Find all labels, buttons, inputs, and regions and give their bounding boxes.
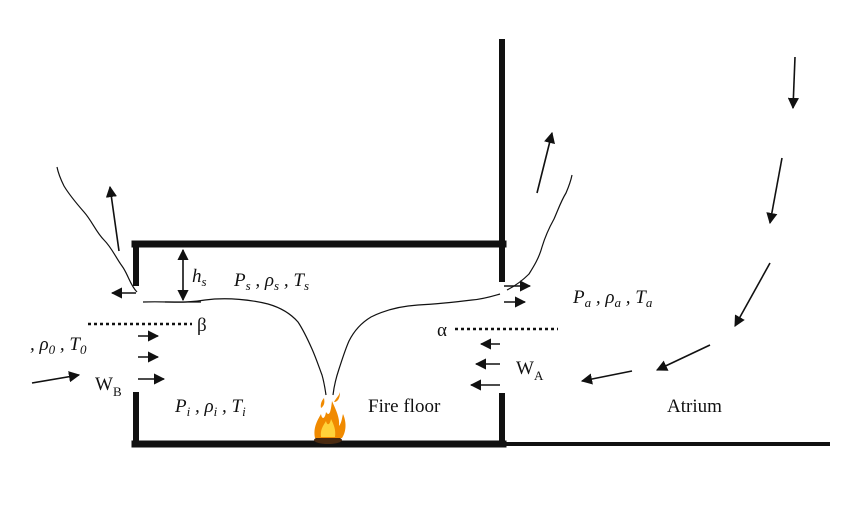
lower-layer-properties: Pi , ρi , Ti bbox=[174, 396, 246, 419]
beta-label: β bbox=[197, 315, 207, 336]
atrium-properties: Pa , ρa , Ta bbox=[572, 287, 653, 310]
upper-layer-properties: Ps , ρs , Ts bbox=[233, 270, 309, 293]
smoke-plume-left bbox=[56, 166, 138, 293]
flame-inner bbox=[320, 419, 336, 437]
smoke-layer-left-curve bbox=[142, 298, 327, 396]
smoke-layer-right-curve bbox=[332, 293, 501, 396]
neutral-planes bbox=[88, 322, 558, 331]
smoke-plume-right bbox=[506, 174, 573, 291]
atrium-flow-arrow-1 bbox=[787, 56, 799, 110]
alpha-label: α bbox=[437, 320, 447, 341]
ember-2 bbox=[320, 398, 325, 408]
atrium-flow-arrow-2 bbox=[766, 157, 783, 225]
flow-arrows bbox=[31, 56, 799, 391]
outside-properties: , ρ0 , T0 bbox=[30, 334, 87, 357]
smoke-interface bbox=[56, 166, 573, 396]
atrium-label: Atrium bbox=[667, 396, 722, 417]
atrium-flow-arrow-4 bbox=[655, 344, 711, 371]
wb-label: WB bbox=[95, 374, 122, 399]
atrium-flow-arrow-3 bbox=[734, 262, 771, 327]
atrium-flow-arrow-5 bbox=[580, 370, 633, 385]
ember-1 bbox=[334, 392, 340, 402]
ambient-inflow-arrow bbox=[31, 371, 81, 384]
wa-label: WA bbox=[516, 358, 544, 383]
fire-room-walls bbox=[131, 39, 830, 448]
smoke-up-arrow-left bbox=[105, 185, 120, 252]
fire-icon bbox=[314, 392, 346, 444]
hs-label: hs bbox=[192, 266, 207, 289]
fire-floor-label: Fire floor bbox=[368, 396, 441, 417]
smoke-up-arrow-right bbox=[536, 131, 555, 194]
